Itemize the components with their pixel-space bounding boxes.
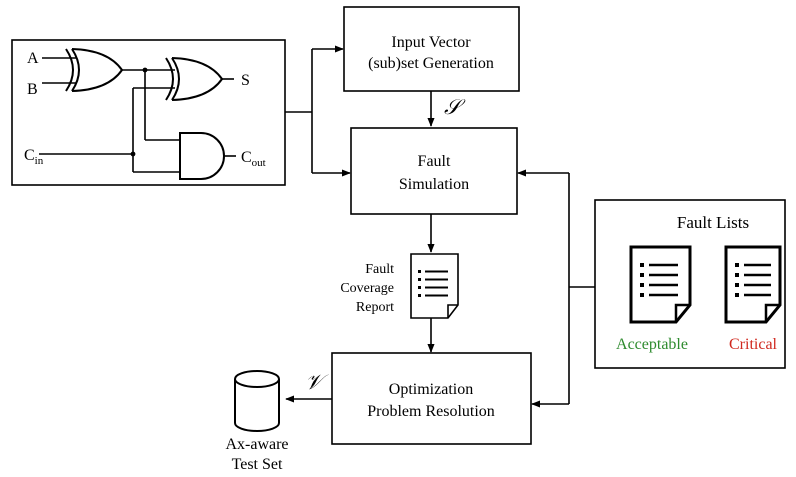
circuit-wires <box>39 57 236 173</box>
database-icon <box>234 370 280 432</box>
acceptable-label: Acceptable <box>616 336 688 353</box>
optim-line2: Problem Resolution <box>367 403 495 420</box>
fault-sim-line1: Fault <box>418 153 451 170</box>
acceptable-list-document-icon <box>629 245 692 324</box>
input-vector-block: Input Vector (sub)set Generation <box>343 6 520 92</box>
fault-sim-line2: Simulation <box>399 176 469 193</box>
report-label-line1: Fault <box>365 262 394 277</box>
xor-gate-2 <box>165 57 224 101</box>
input-a-label: A <box>27 50 39 67</box>
xor-gate-1 <box>65 48 124 92</box>
fault-simulation-block: Fault Simulation <box>350 127 518 215</box>
set-v-symbol: 𝒱 <box>305 370 329 394</box>
output-s-label: S <box>241 72 250 89</box>
input-cin-label: Cin <box>24 147 44 167</box>
report-label-line3: Report <box>356 300 394 315</box>
input-vector-line1: Input Vector <box>391 34 471 51</box>
report-label-line2: Coverage <box>340 281 394 296</box>
test-set-line1: Ax-aware <box>225 436 288 453</box>
input-b-label: B <box>27 81 38 98</box>
fault-lists-panel: Fault Lists Acceptable <box>594 199 786 369</box>
and-gate <box>179 132 225 180</box>
fault-lists-title: Fault Lists <box>677 213 749 232</box>
set-s-symbol: 𝒮 <box>444 95 466 119</box>
optimization-block: Optimization Problem Resolution <box>331 352 532 445</box>
report-document-icon <box>410 253 459 319</box>
circuit-to-blocks-connectors <box>285 45 351 177</box>
critical-list-document-icon <box>724 245 782 324</box>
critical-label: Critical <box>729 336 778 353</box>
fault-lists-connectors <box>517 169 595 408</box>
input-vector-line2: (sub)set Generation <box>368 55 494 72</box>
optim-line1: Optimization <box>389 381 473 398</box>
test-set-line2: Test Set <box>232 456 283 473</box>
circuit-panel: A B Cin S Cout <box>11 39 286 186</box>
output-cout-label: Cout <box>241 149 266 169</box>
